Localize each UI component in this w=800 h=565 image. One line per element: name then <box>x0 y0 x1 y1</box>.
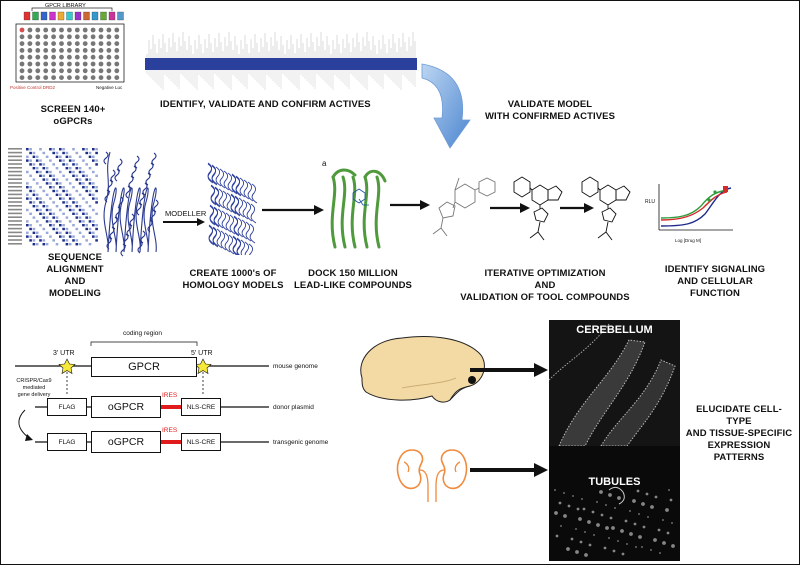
donor-plasmid-label: donor plasmid <box>273 404 314 411</box>
gpcr-library-plate: GPCR LIBRARY Positive Control DRD2 Negat… <box>10 2 130 92</box>
utr3-label: 3' UTR <box>53 350 75 357</box>
library-header: GPCR LIBRARY <box>45 3 86 9</box>
plot-ylabel: RLU <box>645 199 656 205</box>
transgenic-ogpcr-box: oGPCR <box>91 431 161 453</box>
arrow-compound-2 <box>560 203 594 213</box>
homology-models-cluster <box>207 162 258 255</box>
negative-control-label: Negative Luc <box>96 85 123 90</box>
validate-model-caption: VALIDATE MODEL WITH CONFIRMED ACTIVES <box>484 99 616 122</box>
cerebellum-micrograph: CEREBELLUM <box>549 320 680 446</box>
lead-compound-structure <box>432 177 496 237</box>
optimization-caption: ITERATIVE OPTIMIZATION AND VALIDATION OF… <box>460 268 630 303</box>
arrow-to-ligand <box>390 200 430 210</box>
tubules-title: TUBULES <box>588 476 641 488</box>
tubules-micrograph: TUBULES <box>549 446 680 561</box>
coding-region-label: coding region <box>123 330 163 337</box>
crispr-label: CRISPR/Cas9 mediated gene delivery <box>16 378 52 398</box>
donor-flag-label: FLAG <box>58 403 76 411</box>
mouse-genome-label: mouse genome <box>273 363 318 370</box>
donor-ires-label: IRES <box>162 392 178 399</box>
transgenic-ires-label: IRES <box>162 427 178 434</box>
dock-caption: DOCK 150 MILLION LEAD-LIKE COMPOUNDS <box>293 268 412 291</box>
signaling-caption: IDENTIFY SIGNALING AND CELLULAR FUNCTION <box>664 264 766 299</box>
optimized-compound-2 <box>581 176 631 241</box>
kidneys-illustration <box>396 449 468 502</box>
gene-construct-diagram: coding region 3' UTR 5' UTR GPCR mouse g… <box>5 328 345 463</box>
positive-control-label: Positive Control DRD2 <box>10 85 56 90</box>
donor-ogpcr-box: oGPCR <box>91 396 161 418</box>
donor-nls-cre-box: NLS-CRE <box>181 398 221 416</box>
tubules-texture <box>549 446 680 561</box>
modeller-arrow <box>163 218 205 226</box>
cerebellum-texture <box>549 320 680 446</box>
elucidate-caption: ELUCIDATE CELL-TYPE AND TISSUE-SPECIFIC … <box>685 404 793 463</box>
heatmap-graphic <box>145 32 417 90</box>
screening-heatmap <box>143 12 423 92</box>
transgenic-flag-box: FLAG <box>47 433 87 451</box>
cerebellum-title: CEREBELLUM <box>576 324 653 336</box>
optimized-compound-1 <box>513 176 563 241</box>
modeller-label: MODELLER <box>165 209 207 218</box>
gpcr-box-label: GPCR <box>128 361 160 373</box>
plot-xlabel: Log [Drug M] <box>675 238 702 243</box>
screen-caption: SCREEN 140+ oGPCRs <box>40 104 106 127</box>
transgenic-nls-cre-label: NLS-CRE <box>186 438 216 446</box>
transgenic-flag-label: FLAG <box>58 438 76 446</box>
transgenic-ogpcr-label: oGPCR <box>107 436 145 448</box>
arrow-to-tubules <box>470 463 548 477</box>
dose-response-graphic <box>658 184 733 231</box>
transgenic-genome-label: transgenic genome <box>273 439 329 446</box>
sequence-caption: SEQUENCE ALIGNMENT AND MODELING <box>46 252 104 299</box>
transgenic-nls-cre-box: NLS-CRE <box>181 433 221 451</box>
docked-protein-structure <box>330 168 387 249</box>
library-plate-graphic <box>15 7 125 83</box>
sequence-alignment <box>8 148 100 248</box>
dock-panel-letter: a <box>322 159 327 168</box>
dose-response-plot: RLU Log [Drug M] <box>645 178 740 253</box>
identify-caption: IDENTIFY, VALIDATE AND CONFIRM ACTIVES <box>160 99 371 110</box>
homology-caption: CREATE 1000's OF HOMOLOGY MODELS <box>182 268 284 291</box>
brain-illustration <box>360 336 485 403</box>
gpcr-box: GPCR <box>91 357 197 377</box>
donor-ogpcr-label: oGPCR <box>107 401 145 413</box>
utr5-label: 5' UTR <box>191 350 213 357</box>
donor-flag-box: FLAG <box>47 398 87 416</box>
donor-nls-cre-label: NLS-CRE <box>186 403 216 411</box>
receptor-ribbon-model <box>103 151 159 257</box>
arrow-compound-1 <box>490 203 530 213</box>
curved-blue-arrow <box>421 63 471 149</box>
arrow-to-cerebellum <box>470 363 548 377</box>
arrow-to-dock <box>262 205 324 215</box>
sequence-alignment-graphic <box>8 148 98 246</box>
